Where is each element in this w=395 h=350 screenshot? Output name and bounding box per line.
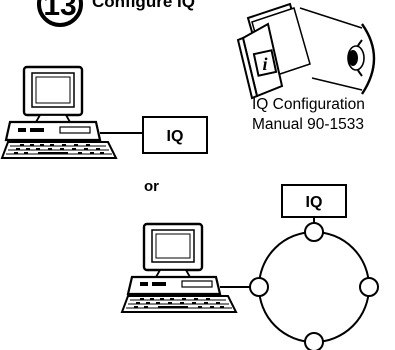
iq-label-direct: IQ [167, 128, 184, 145]
step-number: 13 [43, 0, 76, 22]
iq-device-direct: IQ [142, 116, 208, 154]
network-ring [249, 222, 379, 350]
manual-book-icon: i [236, 2, 311, 100]
step-number-badge: 13 [37, 0, 83, 27]
step-title: Configure IQ [92, 0, 195, 11]
manual-number: Manual 90-1533 [252, 116, 365, 133]
computer-icon-bottom [120, 222, 238, 313]
ring-node-top [304, 222, 324, 242]
computer-icon-top [0, 65, 118, 159]
ring-node-right [359, 277, 379, 297]
manual-title: IQ Configuration [252, 96, 365, 113]
iq-device-network: IQ [281, 184, 347, 218]
sight-lines [299, 7, 363, 91]
info-glyph: i [262, 54, 267, 74]
ring-node-left [249, 277, 269, 297]
manual-caption: IQ Configuration Manual 90-1533 [252, 95, 365, 135]
ring-node-bottom [304, 332, 324, 350]
or-separator: or [144, 178, 159, 195]
iq-label-network: IQ [306, 194, 323, 211]
eye-icon [347, 23, 376, 95]
